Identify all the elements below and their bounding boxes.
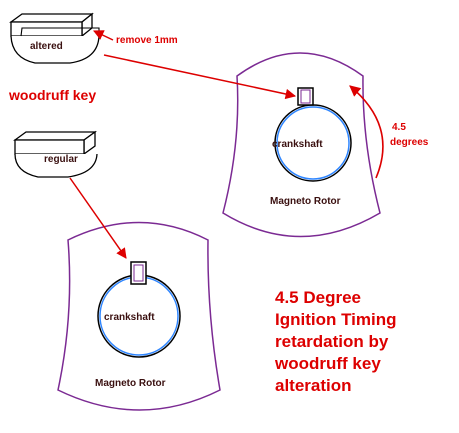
- altered-woodruff-key: altered: [9, 12, 100, 64]
- regular-woodruff-key: regular: [13, 130, 98, 178]
- caption-line-1: 4.5 Degree: [275, 288, 361, 307]
- altered-key-arrow: [103, 54, 297, 100]
- regular-label: regular: [44, 154, 78, 165]
- angle-value-label: 4.5: [392, 122, 406, 133]
- crankshaft-top-label: crankshaft: [272, 139, 323, 150]
- rotation-arrow: [349, 85, 384, 179]
- altered-label: altered: [30, 41, 63, 52]
- rotor-bottom-label: Magneto Rotor: [95, 378, 166, 389]
- angle-unit-label: degrees: [390, 137, 429, 148]
- remove-arrow: [93, 30, 114, 41]
- caption-line-3: retardation by: [275, 332, 389, 351]
- magneto-rotor-top: crankshaft Magneto Rotor: [222, 52, 381, 238]
- caption-line-2: Ignition Timing: [275, 310, 397, 329]
- regular-key-arrow: [69, 177, 127, 259]
- caption-line-5: alteration: [275, 376, 352, 395]
- rotor-top-label: Magneto Rotor: [270, 196, 341, 207]
- magneto-rotor-bottom: crankshaft Magneto Rotor: [57, 221, 221, 411]
- caption-line-4: woodruff key: [274, 354, 381, 373]
- crankshaft-bottom-label: crankshaft: [104, 312, 155, 323]
- woodruff-key-label: woodruff key: [8, 87, 96, 103]
- remove-label: remove 1mm: [116, 35, 178, 46]
- caption: 4.5 Degree Ignition Timing retardation b…: [274, 288, 397, 395]
